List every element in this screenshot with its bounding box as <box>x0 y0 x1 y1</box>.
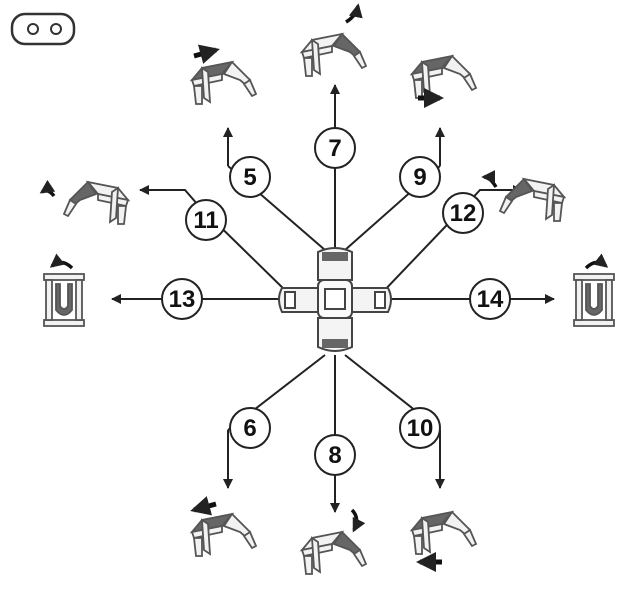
callout-14: 14 <box>469 278 511 320</box>
seat-pose-icon-12 <box>481 170 567 222</box>
callout-6: 6 <box>229 407 271 449</box>
direction-arrow-icon <box>481 170 498 188</box>
callout-label: 5 <box>243 164 256 191</box>
seat-pose-icon-11 <box>39 179 131 225</box>
callout-label: 8 <box>328 442 341 469</box>
seat-pose-icon-6 <box>189 496 258 557</box>
seat-pose-icon-7 <box>299 3 368 77</box>
callout-label: 7 <box>328 135 341 162</box>
direction-arrow-icon <box>190 496 217 516</box>
callout-label: 6 <box>243 415 256 442</box>
seat-pose-icon-10 <box>409 510 478 572</box>
seat-pose-icon-8 <box>299 508 368 575</box>
callout-10: 10 <box>399 407 441 449</box>
direction-arrow-icon <box>350 508 366 533</box>
direction-arrow-icon <box>193 44 220 64</box>
callout-5: 5 <box>229 156 271 198</box>
lumbar-support-icon-14 <box>573 253 615 327</box>
two-hole-plate-icon <box>10 12 76 46</box>
direction-arrow-icon <box>39 179 56 198</box>
seat-pose-icon-5 <box>189 44 258 105</box>
seat-pose-icon-9 <box>409 54 478 108</box>
direction-arrow-icon <box>49 253 74 270</box>
callout-label: 9 <box>413 164 426 191</box>
direction-arrow-icon <box>345 3 363 24</box>
callout-label: 13 <box>169 286 196 313</box>
lumbar-support-icon-13 <box>43 253 85 327</box>
callout-11: 11 <box>185 199 227 241</box>
callout-label: 14 <box>477 286 504 313</box>
callout-label: 11 <box>193 207 218 234</box>
control-hub-icon <box>278 247 392 352</box>
leader-line-11-arrow <box>139 185 199 206</box>
direction-arrow-icon <box>584 253 609 270</box>
callout-label: 10 <box>407 415 434 442</box>
callout-7: 7 <box>314 127 356 169</box>
callout-9: 9 <box>399 156 441 198</box>
callout-12: 12 <box>442 192 484 234</box>
callout-label: 12 <box>450 200 477 227</box>
callout-8: 8 <box>314 434 356 476</box>
callout-13: 13 <box>161 278 203 320</box>
